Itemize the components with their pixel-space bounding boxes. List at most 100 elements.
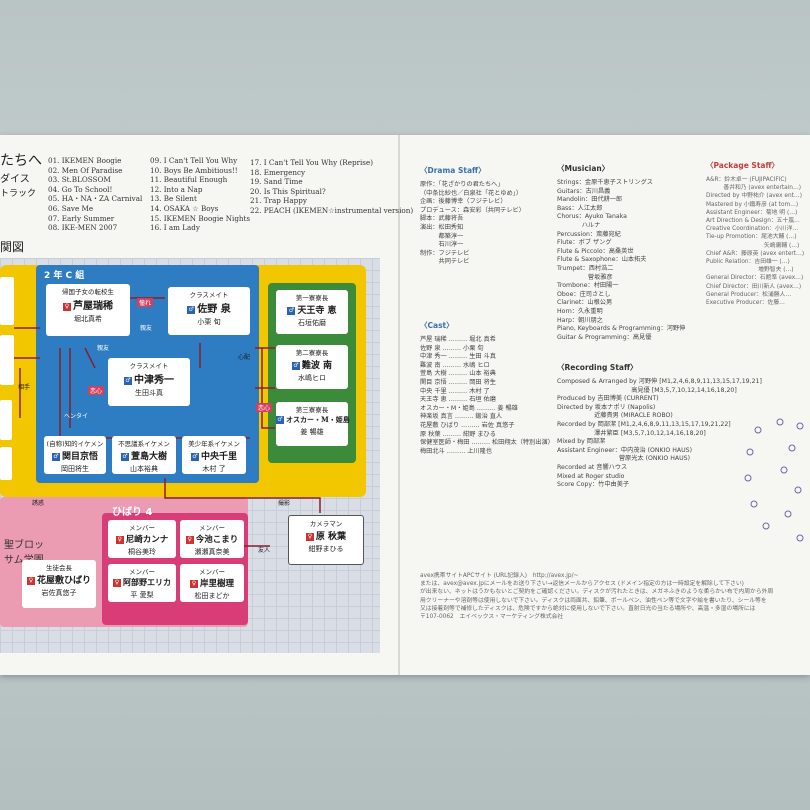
list-item: Recorded by 岡部潔 [M1,2,4,6,8,9,11,13,15,1… — [557, 420, 731, 428]
list-item: 11. Beautiful Enough — [150, 175, 228, 185]
link-yuuwaku: 誘惑 — [32, 500, 45, 507]
list-item: Directed by 中野祐介 (avex ent…) — [706, 193, 802, 200]
list-item: 21. Trap Happy — [250, 196, 307, 206]
card-abeno: メンバー ♀阿部野エリカ 平 愛梨 — [108, 564, 176, 602]
card-tennoji: 第一寮寮長 ♂天王寺 恵 石垣佑磨 — [276, 290, 348, 334]
musician-heading: 〈Musician〉 — [557, 164, 610, 173]
list-item: 制作：フジテレビ — [420, 249, 470, 257]
list-item: Flute & Piccolo：高桑英世 — [557, 247, 634, 255]
recording-staff-heading: 〈Recording Staff〉 — [557, 363, 638, 372]
list-item: 高見優 [M3,5,7,10,12,14,16,18,20] — [557, 386, 737, 394]
list-item: Composed & Arranged by 河野伸 [M1,2,4,6,8,9… — [557, 378, 762, 385]
list-item: 天王寺 恵 ……… 石垣 佑磨 — [420, 396, 496, 404]
male-icon: ♂ — [120, 452, 129, 461]
list-item: 05. HA・NA・ZA Carnival — [48, 194, 143, 204]
list-item: Executive Producer：佐藤… — [706, 300, 785, 307]
list-item: Directed by 坂本ナポリ (Napolis) — [557, 403, 656, 411]
male-icon: ♂ — [287, 306, 296, 315]
list-item: Assistant Engineer：菊地 明 (…) — [706, 209, 798, 216]
list-item: 04. Go To School! — [48, 184, 113, 194]
link-love: 憧れ — [137, 298, 154, 307]
female-icon: ♀ — [115, 535, 124, 544]
list-item: が出来ない、ネットはうかもないとご契約をご確認ください。ディスクが汚れたときは、… — [420, 589, 774, 596]
link-friend: 親友 — [140, 325, 153, 332]
footer-notes: avex携帯サイトAPCサイト (URL記録入) http://avex.jp/… — [420, 572, 773, 621]
list-item: Score Copy：竹中由美子 — [557, 481, 630, 489]
edge-box-3 — [0, 400, 12, 440]
list-item: 佐野 泉 ……… 小栗 旬 — [420, 344, 484, 352]
list-item: Art Direction & Design：五十嵐… — [706, 218, 800, 225]
list-item: Mastered by 小鐵寿彦 (at tom…) — [706, 201, 799, 208]
link-koigokoro: 恋心 — [88, 386, 105, 395]
link-pervert: ヘンタイ — [64, 413, 89, 420]
female-icon: ♀ — [63, 302, 71, 311]
list-item: 企画：後藤博幸（フジテレビ） — [420, 198, 507, 206]
female-icon: ♀ — [185, 535, 194, 544]
chart-section-label: 関図 — [0, 240, 25, 254]
list-item: 03. St.BLOSSOM — [48, 175, 111, 185]
list-item: Oboe：庄司さとし — [557, 290, 611, 298]
list-item: Piano, Keyboards & Programming：河野伸 — [557, 325, 686, 333]
package-staff-list: A&R：鈴木卓一 (FUJIPACIFIC) 善井和乃 (avex entert… — [706, 176, 804, 307]
male-icon: ♂ — [190, 452, 199, 461]
card-hara: カメラマン ♀原 秋葉 紺野まひる — [288, 515, 364, 565]
list-item: 都築淳一 — [420, 232, 464, 240]
list-item: 17. I Can't Tell You Why (Reprise) — [250, 158, 374, 167]
list-item: Tie-up Promotion：尾池大輔 (…) — [706, 234, 797, 241]
list-item: Mixed by 岡部潔 — [557, 438, 606, 446]
male-icon: ♂ — [276, 416, 284, 424]
card-hana: 生徒会長 ♀花屋敷ひばり 岩佐真悠子 — [22, 560, 96, 608]
list-item: 18. Emergency — [250, 167, 306, 177]
female-icon: ♀ — [113, 579, 121, 587]
list-item: ハルナ — [557, 221, 601, 229]
list-item: 07. Early Summer — [48, 213, 115, 223]
list-item: 14. OSAKA ☆ Boys — [150, 203, 219, 213]
tracklist-col3: 17. I Can't Tell You Why (Reprise)18. Em… — [250, 158, 413, 216]
list-item: Guitars：古川昌義 — [557, 187, 611, 195]
list-item: Mandolin：田代耕一郎 — [557, 196, 623, 204]
list-item: 善井和乃 (avex entertain…) — [706, 185, 802, 192]
link-camera: 撮影 — [278, 500, 291, 507]
list-item: 保健室医師・梅田 ……… 松田翔太（特別出演） — [420, 439, 554, 447]
edge-box-1 — [0, 277, 14, 325]
list-item: Produced by 吉田博美 (CURRENT) — [557, 395, 659, 403]
card-sekime: (自称)知的イケメン ♂関目京悟 岡田将生 — [44, 436, 106, 474]
male-icon: ♂ — [291, 361, 300, 370]
female-icon: ♀ — [305, 532, 314, 541]
list-item: 12. Into a Nap — [150, 184, 203, 194]
recording-staff-list: Composed & Arranged by 河野伸 [M1,2,4,6,8,9… — [557, 378, 762, 490]
edge-box-4 — [0, 447, 12, 480]
list-item: Creative Coordination：小川洋… — [706, 226, 799, 233]
card-amagasaki: メンバー ♀尼崎カンナ 桐谷美玲 — [108, 520, 176, 558]
list-item: 梅田北斗 ……… 上川隆也 — [420, 447, 492, 455]
list-item: Guitar & Programming：高見優 — [557, 333, 652, 341]
link-tomodachi: 友人 — [258, 547, 271, 554]
list-item: 石川淳一 — [420, 241, 464, 249]
list-item: Chief A&R：藤原英 (avex entert…) — [706, 250, 805, 257]
list-item: または、avex@avex.jpにメールをお送り下さい→返信メールからアクセス … — [420, 581, 744, 588]
female-icon: ♀ — [26, 576, 35, 585]
drama-staff-heading: 〈Drama Staff〉 — [420, 166, 486, 175]
card-nanba: 第二寮寮長 ♂難波 南 水嶋ヒロ — [276, 345, 348, 389]
list-item: 矢嶋庸輔 (…) — [706, 242, 800, 249]
list-item: 増野智夫 (…) — [706, 267, 794, 274]
list-item: Horn：久永重明 — [557, 307, 603, 315]
list-item: 13. Be Silent — [150, 194, 197, 204]
list-item: 共同テレビ — [420, 258, 470, 266]
female-icon: ♀ — [189, 579, 198, 588]
list-item: 菅坂雅彦 — [557, 273, 613, 281]
list-item: 08. IKE-MEN 2007 — [48, 223, 118, 233]
list-item: Harp：朝川朋之 — [557, 316, 603, 324]
list-item: 22. PEACH (IKEMEN☆instrumental version) — [250, 205, 414, 215]
list-item: Bass：人江太郎 — [557, 204, 603, 212]
list-item: Chief Director：田川新人 (avex…) — [706, 283, 802, 290]
list-item: Flute：ボブ ザング — [557, 239, 612, 247]
list-item: 02. Men Of Paradise — [48, 165, 123, 175]
card-nakatsu: クラスメイト ♂中津秀一 生田斗真 — [108, 358, 190, 406]
link-aibou: 相手 — [18, 384, 31, 391]
list-item: 萱島 大樹 ……… 山本 裕典 — [420, 370, 496, 378]
list-item: 用クリーナーや溶剤等は使用しないで下さい。ディスクは両面共、鉛筆、ボールペン、油… — [420, 597, 767, 604]
list-item: Trumpet：西村浩二 — [557, 264, 614, 272]
list-item: 又は接着剤等で補修したディスクは、危険ですから絶対に使用しないで下さい。直射日光… — [420, 605, 756, 612]
